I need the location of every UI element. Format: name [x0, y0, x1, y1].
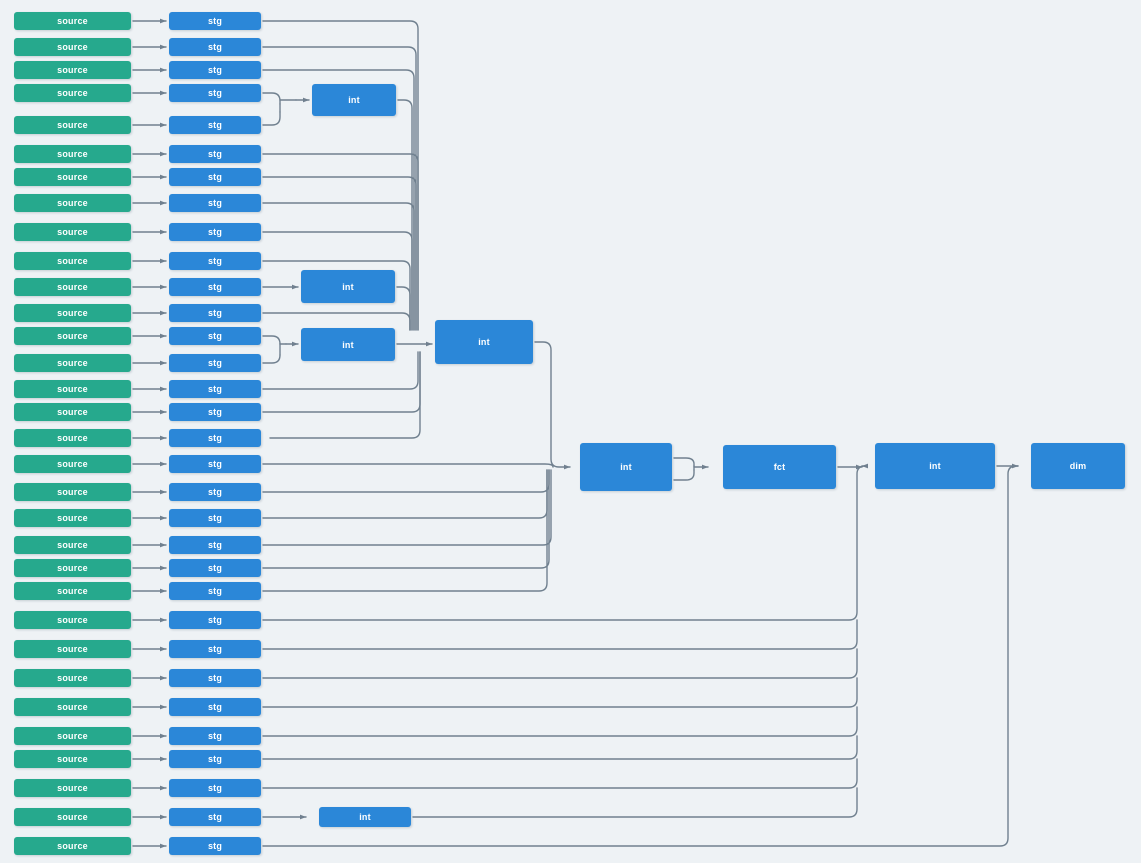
- node-stg-stg5[interactable]: stg: [169, 116, 261, 134]
- node-int-int4[interactable]: int: [435, 320, 533, 364]
- node-stg-stg18[interactable]: stg: [169, 455, 261, 473]
- node-source-src23[interactable]: source: [14, 582, 131, 600]
- node-fct-fct1[interactable]: fct: [723, 445, 836, 489]
- node-int-int1[interactable]: int: [312, 84, 396, 116]
- node-source-src7[interactable]: source: [14, 168, 131, 186]
- node-stg-stg10[interactable]: stg: [169, 252, 261, 270]
- node-source-src1[interactable]: source: [14, 12, 131, 30]
- node-stg-stg1[interactable]: stg: [169, 12, 261, 30]
- node-source-src22[interactable]: source: [14, 559, 131, 577]
- node-source-src25[interactable]: source: [14, 640, 131, 658]
- node-source-src15[interactable]: source: [14, 380, 131, 398]
- node-stg-stg6[interactable]: stg: [169, 145, 261, 163]
- node-stg-stg7[interactable]: stg: [169, 168, 261, 186]
- node-source-src31[interactable]: source: [14, 808, 131, 826]
- node-source-src9[interactable]: source: [14, 223, 131, 241]
- node-stg-stg15[interactable]: stg: [169, 380, 261, 398]
- node-stg-stg32[interactable]: stg: [169, 837, 261, 855]
- node-int-int3[interactable]: int: [301, 328, 395, 361]
- edge-int5-fct1: [673, 457, 709, 481]
- merge-into-int3: [262, 335, 299, 364]
- node-stg-stg27[interactable]: stg: [169, 698, 261, 716]
- node-dim-dim1[interactable]: dim: [1031, 443, 1125, 489]
- node-stg-stg8[interactable]: stg: [169, 194, 261, 212]
- mid-collector-bus: [262, 463, 554, 592]
- merge-into-int1: [262, 92, 310, 126]
- node-source-src21[interactable]: source: [14, 536, 131, 554]
- node-source-src24[interactable]: source: [14, 611, 131, 629]
- node-source-src27[interactable]: source: [14, 698, 131, 716]
- node-stg-stg13[interactable]: stg: [169, 327, 261, 345]
- node-stg-stg2[interactable]: stg: [169, 38, 261, 56]
- node-stg-stg21[interactable]: stg: [169, 536, 261, 554]
- node-stg-stg20[interactable]: stg: [169, 509, 261, 527]
- node-source-src4[interactable]: source: [14, 84, 131, 102]
- node-stg-stg24[interactable]: stg: [169, 611, 261, 629]
- node-source-src18[interactable]: source: [14, 455, 131, 473]
- node-int-int7[interactable]: int: [319, 807, 411, 827]
- node-stg-stg23[interactable]: stg: [169, 582, 261, 600]
- node-stg-stg16[interactable]: stg: [169, 403, 261, 421]
- node-stg-stg26[interactable]: stg: [169, 669, 261, 687]
- node-source-src19[interactable]: source: [14, 483, 131, 501]
- node-stg-stg12[interactable]: stg: [169, 304, 261, 322]
- node-source-src29[interactable]: source: [14, 750, 131, 768]
- source-to-stg-arrows: [132, 18, 167, 849]
- node-source-src13[interactable]: source: [14, 327, 131, 345]
- node-stg-stg25[interactable]: stg: [169, 640, 261, 658]
- node-source-src5[interactable]: source: [14, 116, 131, 134]
- edge-int4-int5: [534, 341, 571, 470]
- node-source-src2[interactable]: source: [14, 38, 131, 56]
- node-source-src32[interactable]: source: [14, 837, 131, 855]
- node-int-int2[interactable]: int: [301, 270, 395, 303]
- node-stg-stg31[interactable]: stg: [169, 808, 261, 826]
- node-source-src26[interactable]: source: [14, 669, 131, 687]
- node-source-src11[interactable]: source: [14, 278, 131, 296]
- node-source-src28[interactable]: source: [14, 727, 131, 745]
- node-stg-stg11[interactable]: stg: [169, 278, 261, 296]
- node-stg-stg30[interactable]: stg: [169, 779, 261, 797]
- node-source-src12[interactable]: source: [14, 304, 131, 322]
- node-source-src16[interactable]: source: [14, 403, 131, 421]
- lower-collector-bus: [262, 463, 869, 818]
- node-source-src10[interactable]: source: [14, 252, 131, 270]
- node-source-src3[interactable]: source: [14, 61, 131, 79]
- node-stg-stg3[interactable]: stg: [169, 61, 261, 79]
- node-stg-stg29[interactable]: stg: [169, 750, 261, 768]
- node-source-src30[interactable]: source: [14, 779, 131, 797]
- node-stg-stg17[interactable]: stg: [169, 429, 261, 447]
- node-source-src14[interactable]: source: [14, 354, 131, 372]
- node-source-src20[interactable]: source: [14, 509, 131, 527]
- node-int-int6[interactable]: int: [875, 443, 995, 489]
- node-stg-stg14[interactable]: stg: [169, 354, 261, 372]
- node-stg-stg19[interactable]: stg: [169, 483, 261, 501]
- node-source-src8[interactable]: source: [14, 194, 131, 212]
- node-stg-stg9[interactable]: stg: [169, 223, 261, 241]
- node-int-int5[interactable]: int: [580, 443, 672, 491]
- node-stg-stg28[interactable]: stg: [169, 727, 261, 745]
- node-source-src6[interactable]: source: [14, 145, 131, 163]
- node-stg-stg22[interactable]: stg: [169, 559, 261, 577]
- node-source-src17[interactable]: source: [14, 429, 131, 447]
- node-stg-stg4[interactable]: stg: [169, 84, 261, 102]
- edge-stg32-dim1: [262, 465, 1019, 847]
